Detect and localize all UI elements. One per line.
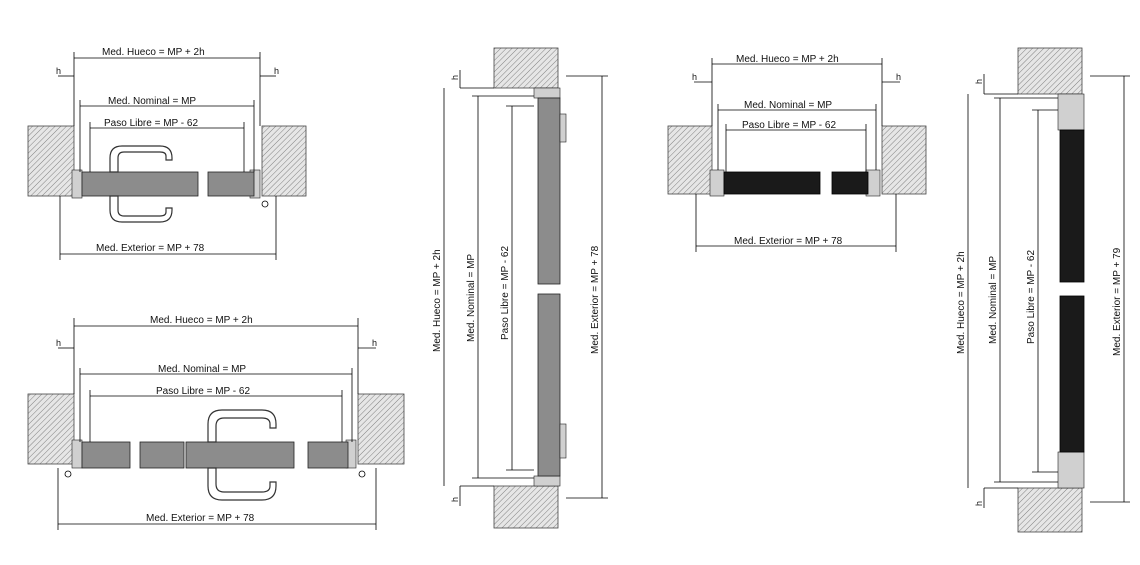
plan-dark-leaf: Med. Hueco = MP + 2h h h Med. Nominal = … (667, 54, 927, 252)
label-hueco: Med. Hueco = MP + 2h (956, 251, 967, 354)
plan-single-leaf: Med. Hueco = MP + 2h h h Med. Nominal = … (27, 47, 307, 260)
wall-right (881, 125, 927, 195)
plan-double-leaf: Med. Hueco = MP + 2h h h Med. Nominal = … (27, 315, 405, 530)
label-h-right: h (274, 66, 279, 76)
door-leaf-lower (1059, 295, 1085, 453)
door-leaf-end (207, 171, 255, 197)
handle-bottom (109, 195, 173, 223)
hinge-pin-right (358, 470, 366, 478)
label-h-left: h (56, 66, 61, 76)
label-paso: Paso Libre = MP - 62 (742, 120, 836, 131)
door-leaf-upper (537, 97, 561, 285)
label-h-top: h (450, 75, 460, 80)
label-paso: Paso Libre = MP - 62 (1026, 250, 1037, 344)
label-h-left: h (56, 338, 61, 348)
frame-left (709, 169, 725, 197)
label-h-right: h (896, 72, 901, 82)
wall-right (357, 393, 405, 465)
door-leaf-right (307, 441, 349, 469)
frame-bottom (1057, 451, 1085, 489)
label-exterior: Med. Exterior = MP + 79 (1112, 247, 1123, 356)
door-leaf (81, 171, 199, 197)
frame-top (533, 87, 561, 99)
label-h-bottom: h (450, 497, 460, 502)
wall-top (1017, 47, 1083, 95)
label-paso: Paso Libre = MP - 62 (500, 246, 511, 340)
label-exterior: Med. Exterior = MP + 78 (146, 513, 255, 524)
label-nominal: Med. Nominal = MP (158, 364, 246, 375)
label-nominal: Med. Nominal = MP (744, 100, 832, 111)
door-leaf (723, 171, 821, 195)
frame-bottom (533, 475, 561, 487)
label-h-right: h (372, 338, 377, 348)
door-leaf-upper (1059, 129, 1085, 283)
wall-right (261, 125, 307, 197)
frame-left (71, 439, 83, 469)
label-h-bottom: h (974, 501, 984, 506)
door-leaf-left (81, 441, 131, 469)
handle-bottom (207, 467, 277, 501)
label-h-top: h (974, 79, 984, 84)
label-exterior: Med. Exterior = MP + 78 (96, 243, 205, 254)
door-leaf-end (831, 171, 869, 195)
frame-left (71, 169, 83, 199)
label-nominal: Med. Nominal = MP (108, 96, 196, 107)
label-exterior: Med. Exterior = MP + 78 (734, 236, 843, 247)
door-leaf-center-left (139, 441, 185, 469)
hinge-top (559, 113, 567, 143)
label-hueco: Med. Hueco = MP + 2h (432, 249, 443, 352)
label-nominal: Med. Nominal = MP (466, 254, 477, 342)
hinge-pin-left (64, 470, 72, 478)
hinge-bottom (559, 423, 567, 459)
wall-left (27, 393, 75, 465)
wall-bottom (493, 485, 559, 529)
wall-left (667, 125, 713, 195)
handle-top (207, 409, 277, 443)
label-hueco: Med. Hueco = MP + 2h (102, 47, 205, 58)
door-leaf-lower (537, 293, 561, 477)
door-leaf-center-right (185, 441, 295, 469)
wall-bottom (1017, 487, 1083, 533)
section-grey-leaf: h h Med. Hueco = MP + 2h Med. Nominal = … (432, 47, 608, 529)
wall-left (27, 125, 75, 197)
section-dark-leaf: h h Med. Hueco = MP + 2h Med. Nominal = … (956, 47, 1130, 533)
label-paso: Paso Libre = MP - 62 (156, 386, 250, 397)
hinge-pin (261, 200, 269, 208)
label-nominal: Med. Nominal = MP (988, 256, 999, 344)
label-hueco: Med. Hueco = MP + 2h (150, 315, 253, 326)
label-paso: Paso Libre = MP - 62 (104, 118, 198, 129)
handle-top (109, 145, 173, 173)
label-h-left: h (692, 72, 697, 82)
frame-top (1057, 93, 1085, 131)
label-hueco: Med. Hueco = MP + 2h (736, 54, 839, 65)
label-exterior: Med. Exterior = MP + 78 (590, 245, 601, 354)
wall-top (493, 47, 559, 89)
